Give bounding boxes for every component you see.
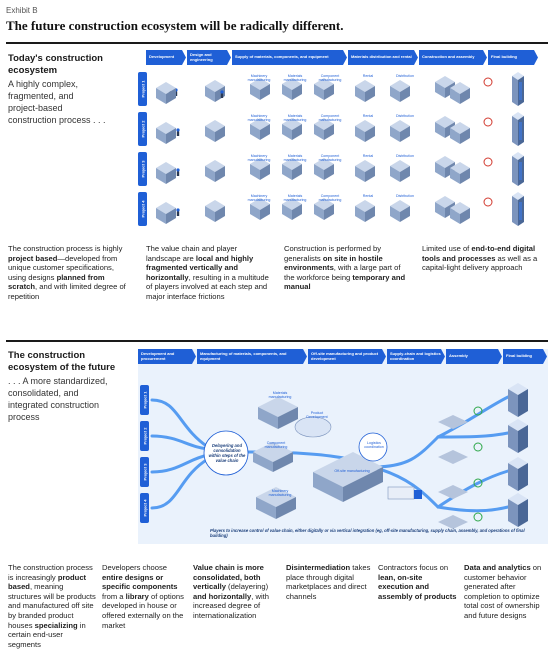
label-rental-3: Rental: [362, 154, 374, 158]
label-machinery-4: Machinery manufacturing: [247, 194, 271, 202]
stage-supply: Supply of materials, components, and equ…: [232, 50, 347, 65]
future-title-line1: The construction: [8, 350, 86, 361]
stage2-supply-chain: Supply-chain and logistics coordination: [387, 349, 445, 364]
project-tab-3: Project 3: [138, 152, 147, 186]
section-divider-top: [6, 42, 548, 44]
future-label-machinery: Machinery manufacturing: [268, 489, 292, 497]
label-distribution-2: Distribution: [396, 114, 414, 118]
today-sub-1: A highly complex,: [8, 79, 79, 89]
today-title-line2: ecosystem: [8, 65, 58, 76]
today-row-4: [156, 192, 524, 226]
label-component-3: Component manufacturing: [318, 154, 342, 162]
future-footnote: Players to increase control of value cha…: [210, 528, 525, 538]
today-desc-3: Construction is performed by generalists…: [284, 244, 406, 292]
stage2-assembly: Assembly: [446, 349, 502, 364]
future-desc-5: Contractors focus on lean, on-site execu…: [378, 563, 457, 601]
future-desc-4: Disintermediation takes place through di…: [286, 563, 371, 601]
label-component-4: Component manufacturing: [318, 194, 342, 202]
today-sub-3: project-based: [8, 103, 63, 113]
stage-distribution: Materials distribution and rental: [348, 50, 418, 65]
future-sub-3: integrated construction: [8, 400, 100, 410]
section-divider-middle: [6, 340, 548, 342]
label-component-1: Component manufacturing: [318, 74, 342, 82]
future-desc-6: Data and analytics on customer behavior …: [464, 563, 542, 620]
label-component-2: Component manufacturing: [318, 114, 342, 122]
future-project-tab-3: Project 3: [140, 457, 149, 487]
stage2-final-building: Final building: [503, 349, 547, 364]
today-row-2: [156, 112, 524, 146]
today-desc-1: The construction process is highly proje…: [8, 244, 126, 301]
future-title-line2: ecosystem of the future: [8, 362, 116, 373]
future-label-component: Component manufacturing: [264, 441, 288, 449]
stage-development: Development: [146, 50, 186, 65]
label-machinery-1: Machinery manufacturing: [247, 74, 271, 82]
headline: The future construction ecosystem will b…: [6, 18, 344, 33]
today-stage-bar: Development Design and engineering Suppl…: [146, 50, 539, 65]
label-machinery-3: Machinery manufacturing: [247, 154, 271, 162]
label-materials-2: Materials manufacturing: [283, 114, 307, 122]
future-project-tab-4: Project 4: [140, 493, 149, 523]
future-sub-1: . . . A more standardized,: [8, 376, 108, 386]
stage-final-building: Final building: [488, 50, 538, 65]
future-illustration: [150, 383, 528, 529]
label-materials-1: Materials manufacturing: [283, 74, 307, 82]
label-distribution-4: Distribution: [396, 194, 414, 198]
today-desc-4: Limited use of end-to-end digital tools …: [422, 244, 538, 273]
future-desc-3: Value chain is more consolidated, both v…: [193, 563, 269, 620]
today-desc-2: The value chain and player landscape are…: [146, 244, 269, 301]
label-rental-4: Rental: [362, 194, 374, 198]
project-tab-1: Project 1: [138, 72, 147, 106]
future-label-product-dev: Product Development: [306, 411, 328, 419]
stage2-development: Development and procurement: [138, 349, 196, 364]
future-label-materials: Materials manufacturing: [268, 391, 292, 399]
stage-design: Design and engineering: [187, 50, 231, 65]
future-label-offsite: Off-site manufacturing: [334, 469, 370, 473]
future-sub-2: consolidated, and: [8, 388, 79, 398]
today-diagram: Development Design and engineering Suppl…: [138, 50, 548, 235]
future-project-tab-2: Project 2: [140, 421, 149, 451]
project-tab-4: Project 4: [138, 192, 147, 226]
stage-construction: Construction and assembly: [419, 50, 487, 65]
delayering-callout: Delayering and consolidation within step…: [208, 443, 246, 463]
label-distribution-1: Distribution: [396, 74, 414, 78]
future-desc-2: Developers choose entire designs or spec…: [102, 563, 184, 630]
label-machinery-2: Machinery manufacturing: [247, 114, 271, 122]
future-diagram: Development and procurement Manufacturin…: [138, 349, 548, 544]
future-desc-1: The construction process is increasingly…: [8, 563, 96, 649]
label-distribution-3: Distribution: [396, 154, 414, 158]
label-materials-4: Materials manufacturing: [283, 194, 307, 202]
today-row-1: [156, 72, 524, 106]
label-materials-3: Materials manufacturing: [283, 154, 307, 162]
project-tab-2: Project 2: [138, 112, 147, 146]
future-project-tab-1: Project 1: [140, 385, 149, 415]
stage2-manufacturing: Manufacturing of materials, components, …: [197, 349, 307, 364]
today-row-3: [156, 152, 524, 186]
future-sub-4: process: [8, 412, 40, 422]
future-stage-bar: Development and procurement Manufacturin…: [138, 349, 548, 364]
today-illustration: [156, 72, 524, 226]
stage2-offsite: Off-site manufacturing and product devel…: [308, 349, 386, 364]
exhibit-label: Exhibit B: [6, 6, 38, 15]
future-label-logistics: Logistics coordination: [364, 441, 384, 449]
label-rental-2: Rental: [362, 114, 374, 118]
label-rental-1: Rental: [362, 74, 374, 78]
today-sub-2: fragmented, and: [8, 91, 74, 101]
today-title-line1: Today's construction: [8, 53, 103, 64]
today-sub-4: construction process . . .: [8, 115, 106, 125]
